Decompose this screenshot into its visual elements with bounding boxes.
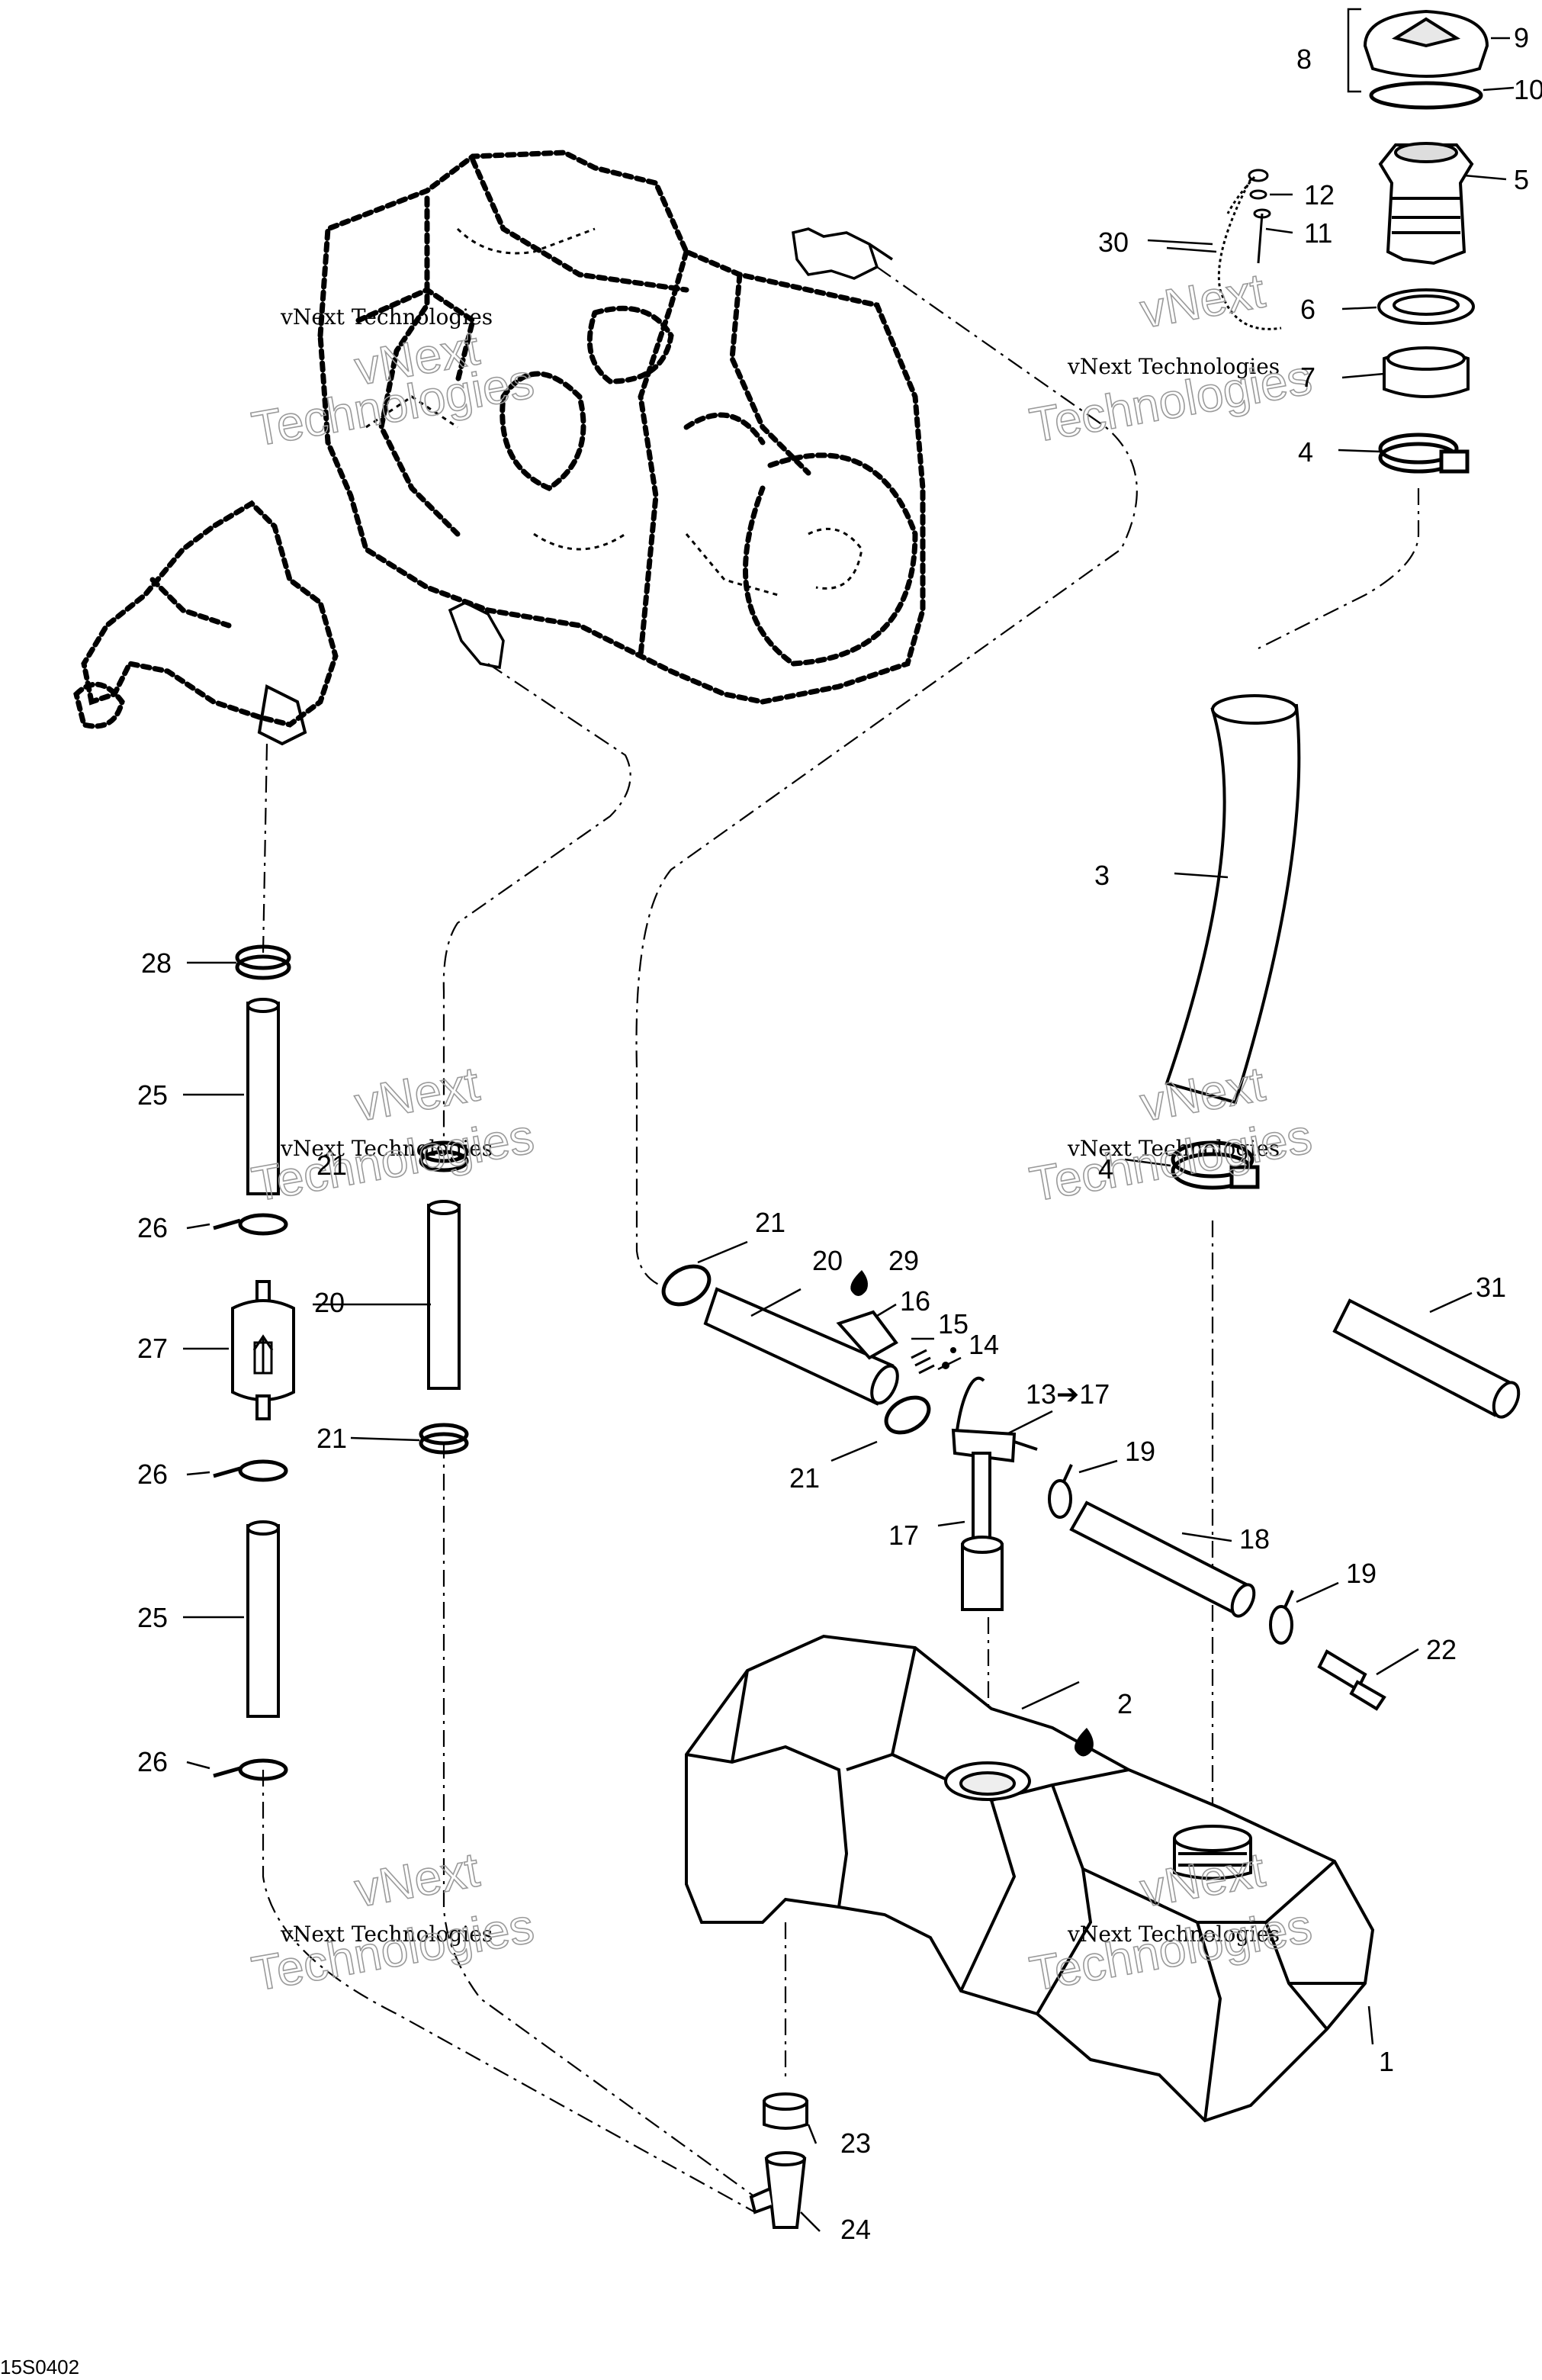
routing-lines	[262, 266, 1420, 2213]
callout-label: 31	[1476, 1272, 1506, 1303]
hose-18	[1069, 1500, 1256, 1618]
svg-text:vNext Technologies: vNext Technologies	[280, 1136, 493, 1161]
callout-label: 15	[938, 1308, 969, 1340]
callout-label: 1	[1379, 2046, 1394, 2077]
callout-label: 20	[314, 1287, 345, 1318]
callout-label: 21	[316, 1150, 347, 1181]
clamp-26-b	[213, 1459, 288, 1482]
callout-label: 12	[1304, 179, 1335, 211]
clamp-21-center-top	[661, 1264, 712, 1307]
o-ring-10	[1369, 81, 1483, 110]
engine-fitting-left	[448, 601, 505, 670]
fill-hose-3	[1165, 694, 1301, 1105]
callout-label: 30	[1098, 227, 1129, 258]
clamp-19-lower	[1269, 1590, 1294, 1645]
svg-text:vNext Technologies: vNext Technologies	[1067, 354, 1280, 379]
leader-lines	[183, 37, 1515, 2232]
callout-label: 27	[137, 1333, 168, 1364]
callout-label: 7	[1300, 362, 1316, 393]
svg-text:vNext Technologies: vNext Technologies	[1067, 1922, 1280, 1947]
callout-label: 19	[1125, 1436, 1155, 1467]
tether-chain-30	[1217, 176, 1282, 330]
clamp-28	[235, 944, 291, 980]
callout-label: 3	[1094, 860, 1110, 891]
callout-label: 8	[1296, 43, 1312, 75]
rivet-11	[1253, 208, 1271, 264]
clamp-26-c	[213, 1758, 288, 1781]
washer-12	[1248, 169, 1269, 200]
diagram-code: 15S0402	[0, 2356, 79, 2378]
check-valve-22	[1317, 1649, 1386, 1711]
callout-label: 4	[1298, 436, 1313, 468]
fuel-pump-outline	[73, 500, 339, 729]
hose-20-left	[427, 1200, 461, 1390]
fuel-filter-27	[231, 1280, 295, 1420]
callout-bracket-8	[1347, 8, 1361, 93]
callout-label: 20	[812, 1245, 843, 1276]
clamp-26-a	[213, 1213, 288, 1236]
callout-label: 11	[1304, 217, 1332, 249]
callout-label: 28	[141, 947, 172, 979]
screw-15	[911, 1349, 935, 1375]
clamp-21-center-bottom	[884, 1395, 931, 1435]
callout-label: 9	[1514, 22, 1529, 53]
callout-label: 17	[888, 1520, 919, 1551]
callout-label: 22	[1426, 1634, 1457, 1665]
fuel-tank-1	[685, 1634, 1375, 2123]
fitting-24	[749, 2151, 807, 2229]
callout-label: 2	[1117, 1688, 1132, 1719]
callout-label: 4	[1098, 1153, 1113, 1185]
clamp-21-upper	[419, 1140, 469, 1172]
callout-label: 14	[969, 1329, 999, 1360]
fuel-sender-17	[951, 1376, 1038, 1611]
nut-7	[1383, 346, 1470, 398]
callout-label: 21	[789, 1462, 820, 1494]
fuel-drop-icon-2	[1075, 1728, 1094, 1757]
hose-20-center	[703, 1287, 899, 1406]
filler-neck-5	[1378, 142, 1474, 265]
gasket-6	[1377, 288, 1475, 325]
callout-label: 18	[1239, 1523, 1270, 1555]
engine-inner-detail	[365, 227, 863, 597]
callout-label: 10	[1514, 74, 1542, 105]
callout-label: 6	[1300, 294, 1316, 325]
callout-label: 21	[755, 1207, 785, 1238]
clamp-21-lower	[419, 1423, 469, 1455]
callout-label: 23	[840, 2128, 871, 2159]
filler-cap-9	[1363, 9, 1489, 78]
vent-check-16	[836, 1310, 898, 1360]
fuel-drop-icon-29	[850, 1270, 868, 1296]
fuel-pump-outlet	[257, 684, 307, 746]
hose-31	[1332, 1298, 1521, 1419]
callout-label: 25	[137, 1079, 168, 1111]
grommet-23	[763, 2092, 808, 2130]
callout-labels: 1 2 3 4 4 5 6 7 8 9 10 11 12 13➔17 14 15…	[137, 22, 1542, 2245]
callout-label: 19	[1346, 1558, 1377, 1589]
callout-label: 5	[1514, 164, 1529, 195]
callout-label: 25	[137, 1602, 168, 1633]
svg-text:vNext Technologies: vNext Technologies	[1067, 1136, 1280, 1161]
svg-text:vNext Technologies: vNext Technologies	[280, 304, 493, 330]
svg-text:vNext Technologies: vNext Technologies	[280, 1922, 493, 1947]
callout-label: 13➔17	[1026, 1378, 1110, 1410]
clamp-19-upper	[1048, 1464, 1073, 1519]
callout-label: 29	[888, 1245, 919, 1276]
clamp-4-bottom	[1171, 1140, 1260, 1190]
callout-label: 26	[137, 1459, 168, 1490]
engine-outline	[317, 150, 926, 705]
callout-label: 24	[840, 2214, 871, 2245]
callout-label: 26	[137, 1746, 168, 1777]
callout-label: 26	[137, 1212, 168, 1243]
hose-25-top	[246, 998, 280, 1195]
clamp-4-top	[1378, 433, 1470, 474]
callout-label: 16	[900, 1285, 930, 1317]
hose-25-bottom	[246, 1520, 280, 1718]
callout-label: 21	[316, 1423, 347, 1454]
